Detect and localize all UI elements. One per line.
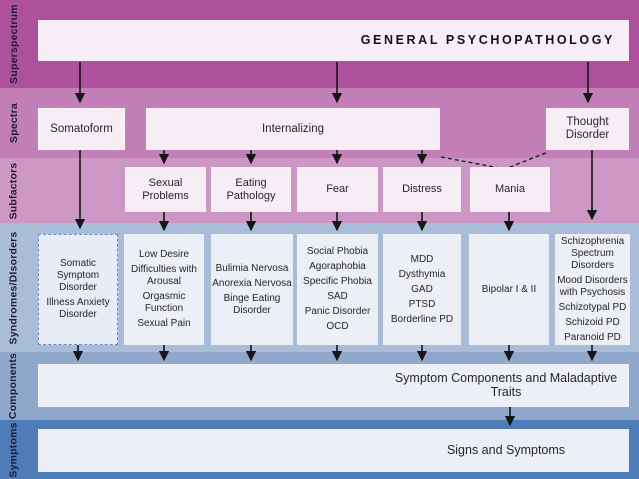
disorder-item: Mood Disorders with Psychosis: [557, 274, 628, 298]
box-mania: Mania: [470, 167, 550, 212]
disorder-item: Orgasmic Function: [142, 291, 186, 314]
box-eating-pathology: Eating Pathology: [211, 167, 291, 212]
box-general-psychopathology: GENERAL PSYCHOPATHOLOGY: [38, 20, 629, 61]
disorder-item: SAD: [327, 291, 348, 302]
disorder-item: GAD: [411, 283, 433, 295]
disorder-item: Difficulties with Arousal: [131, 264, 197, 287]
sexual-problems-text: Sexual Problems: [142, 177, 189, 202]
box-internalizing: Internalizing: [146, 108, 440, 150]
disorder-item: Low Desire: [138, 249, 190, 260]
disorder-item: Agoraphobia: [309, 261, 366, 272]
disorder-item: Bulimia Nervosa: [215, 262, 289, 274]
box-fear-disorders: Social Phobia Agoraphobia Specific Phobi…: [297, 234, 378, 345]
disorder-item: Anorexia Nervosa: [212, 277, 292, 289]
signs-and-symptoms-text: Signs and Symptoms: [446, 442, 566, 457]
thought-disorder-text: Thought Disorder: [565, 116, 610, 141]
spectra-label: Spectra: [7, 103, 20, 143]
band-label-syndromes: Syndromes/DIsorders: [0, 223, 27, 352]
box-thought-disorder: Thought Disorder: [546, 108, 629, 150]
box-fear: Fear: [297, 167, 378, 212]
box-symptom-components: Symptom Components and Maladaptive Trait…: [38, 364, 629, 407]
symptoms-label: Symptoms: [7, 421, 20, 478]
box-sexual-disorders: Low Desire Difficulties with Arousal Org…: [124, 234, 204, 345]
disorder-item: Schizotypal PD: [558, 301, 627, 313]
disorder-item: Schizophrenia Spectrum Disorders: [560, 235, 625, 271]
disorder-item: MDD: [410, 253, 434, 265]
band-label-spectra: Spectra: [0, 88, 27, 158]
disorder-item: Borderline PD: [390, 313, 454, 325]
disorder-item: Schizoid PD: [565, 316, 620, 328]
disorder-item: Dysthymia: [398, 268, 446, 280]
box-sexual-problems: Sexual Problems: [125, 167, 206, 212]
syndromes-label: Syndromes/DIsorders: [7, 231, 20, 344]
disorder-item: Bipolar I & II: [481, 283, 537, 295]
disorder-item: Somatic Symptom Disorder: [56, 258, 100, 293]
somatoform-text: Somatoform: [50, 122, 113, 135]
box-eating-disorders: Bulimia Nervosa Anorexia Nervosa Binge E…: [211, 234, 293, 345]
band-label-subfactors: Subfactors: [0, 158, 27, 223]
disorder-item: Social Phobia: [306, 246, 369, 257]
disorder-item: OCD: [326, 321, 349, 332]
band-label-components: Components: [0, 352, 27, 420]
components-label: Components: [7, 352, 20, 420]
subfactors-label: Subfactors: [7, 162, 20, 219]
general-psychopathology-label: GENERAL PSYCHOPATHOLOGY: [360, 32, 615, 47]
box-bipolar-disorders: Bipolar I & II: [469, 234, 549, 345]
superspectrum-label: Superspectrum: [7, 4, 20, 84]
box-distress-disorders: MDD Dysthymia GAD PTSD Borderline PD: [383, 234, 461, 345]
box-distress: Distress: [383, 167, 461, 212]
symptom-components-text: Symptom Components and Maladaptive Trait…: [394, 370, 618, 399]
disorder-item: PTSD: [408, 298, 436, 310]
disorder-item: Specific Phobia: [303, 276, 372, 287]
box-thought-disorders: Schizophrenia Spectrum Disorders Mood Di…: [555, 234, 630, 345]
mania-text: Mania: [495, 183, 525, 196]
band-label-superspectrum: Superspectrum: [0, 0, 27, 88]
band-label-symptoms: Symptoms: [0, 420, 27, 479]
internalizing-text: Internalizing: [261, 122, 324, 135]
fear-text: Fear: [326, 183, 349, 196]
eating-pathology-text: Eating Pathology: [226, 177, 276, 202]
disorder-item: Binge Eating Disorder: [223, 292, 281, 316]
distress-text: Distress: [402, 183, 442, 196]
disorder-item: Illness Anxiety Disorder: [46, 297, 110, 320]
box-somatoform: Somatoform: [38, 108, 125, 150]
disorder-item: Paranoid PD: [564, 331, 621, 343]
disorder-item: Panic Disorder: [304, 306, 371, 317]
box-somatoform-disorders: Somatic Symptom Disorder Illness Anxiety…: [38, 234, 118, 345]
box-signs-and-symptoms: Signs and Symptoms: [38, 429, 629, 472]
disorder-item: Sexual Pain: [137, 318, 191, 329]
